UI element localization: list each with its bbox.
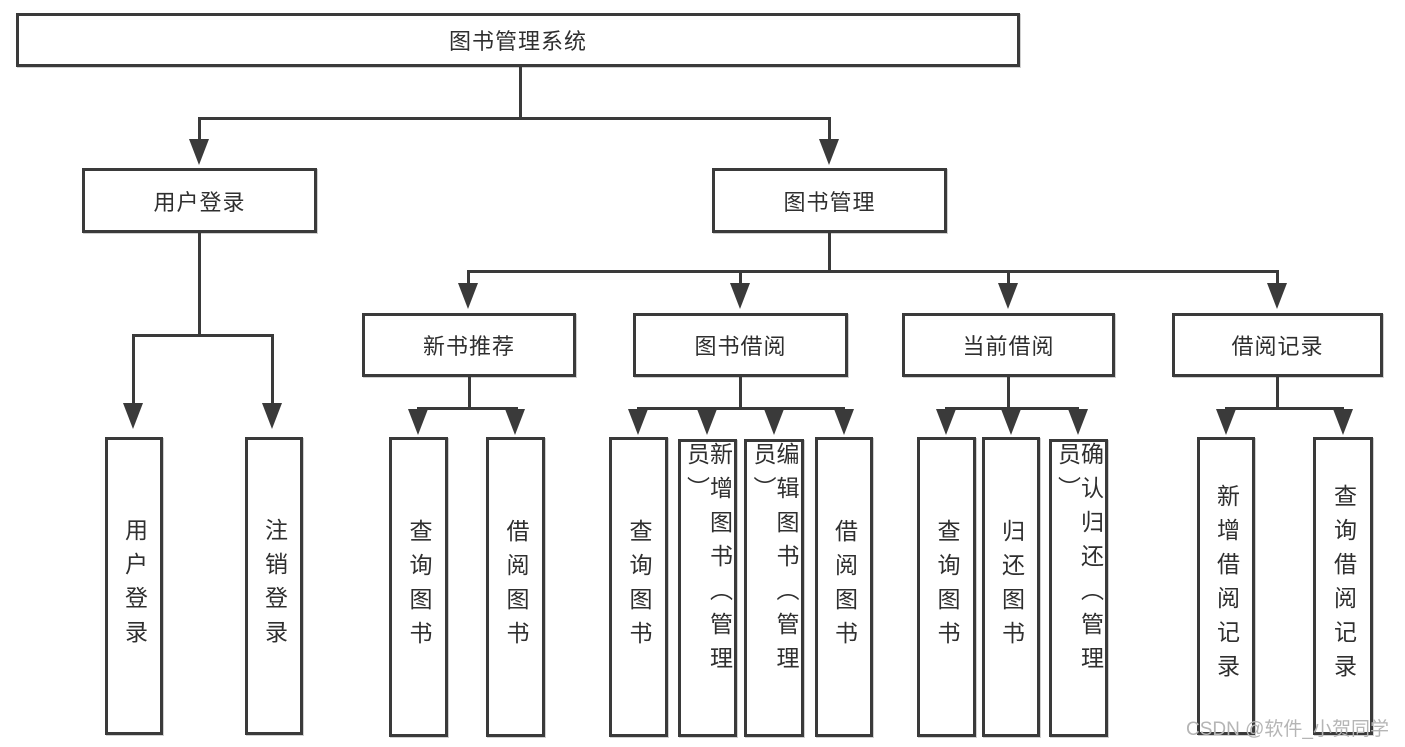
node-borrow-records: 借阅记录: [1172, 313, 1383, 377]
arrow-down-icon: [408, 409, 428, 435]
leaf-confirm-return-admin: 确认归还（管理员）: [1049, 439, 1108, 737]
connector-group-stub: [1276, 377, 1279, 410]
arrow-down-icon: [998, 283, 1018, 309]
arrow-down-icon: [730, 283, 750, 309]
leaf-add-books-admin: 新增图书（管理员）: [678, 439, 737, 737]
node-borrow-records-label: 借阅记录: [1231, 334, 1324, 359]
leaf-query-borrow-record-label: 查询借阅记录: [1330, 484, 1357, 688]
node-root-label: 图书管理系统: [448, 29, 587, 54]
arrow-down-icon: [936, 409, 956, 435]
arrow-down-icon: [458, 283, 478, 309]
arrow-down-icon: [1001, 409, 1021, 435]
node-current-borrow-label: 当前借阅: [962, 334, 1055, 359]
connector-book-management-stub: [828, 233, 831, 273]
leaf-borrow-borrow-books-label: 借阅图书: [831, 519, 858, 655]
node-user-login: 用户登录: [82, 168, 317, 233]
arrow-down-icon: [262, 403, 282, 429]
csdn-watermark: CSDN @软件_小贺同学: [1186, 719, 1389, 740]
leaf-current-query-books-label: 查询图书: [934, 519, 960, 655]
leaf-rec-query-books-label: 查询图书: [406, 519, 432, 655]
leaf-edit-books-admin: 编辑图书（管理员）: [744, 439, 804, 737]
arrow-down-icon: [189, 139, 209, 165]
leaf-borrow-query-books: 查询图书: [609, 437, 668, 737]
node-book-management: 图书管理: [712, 168, 947, 233]
arrow-down-icon: [1216, 409, 1236, 435]
node-new-book-recommend-label: 新书推荐: [422, 334, 515, 359]
arrow-down-icon: [697, 409, 717, 435]
leaf-borrow-borrow-books: 借阅图书: [815, 437, 873, 737]
connector-group-stub: [468, 377, 471, 410]
connector-drop-leaf: [271, 334, 274, 404]
node-book-borrow: 图书借阅: [633, 313, 848, 377]
leaf-rec-borrow-books-label: 借阅图书: [503, 519, 529, 655]
connector-drop-group: [1276, 270, 1279, 284]
connector-root-stub: [519, 67, 522, 119]
arrow-down-icon: [1333, 409, 1353, 435]
leaf-add-borrow-record-label: 新增借阅记录: [1213, 484, 1240, 688]
connector-group-rail: [945, 407, 1079, 410]
arrow-down-icon: [1068, 409, 1088, 435]
connector-drop-group: [1007, 270, 1010, 284]
arrow-down-icon: [123, 403, 143, 429]
leaf-confirm-return-admin-label: 确认归还（管理员）: [1054, 442, 1104, 680]
connector-drop-group: [739, 270, 742, 284]
connector-group-rail: [417, 407, 518, 410]
arrow-down-icon: [1267, 283, 1287, 309]
arrow-down-icon: [764, 409, 784, 435]
leaf-add-books-admin-label: 新增图书（管理员）: [683, 442, 733, 680]
connector-drop-group: [467, 270, 470, 284]
connector-user-login-rail: [132, 334, 274, 337]
connector-book-management-rail: [467, 270, 1279, 273]
connector-drop-user-login: [198, 117, 201, 140]
arrow-down-icon: [834, 409, 854, 435]
leaf-user-login: 用户登录: [105, 437, 163, 735]
connector-root-rail: [198, 117, 831, 120]
arrow-down-icon: [505, 409, 525, 435]
connector-group-rail: [1225, 407, 1344, 410]
node-root: 图书管理系统: [16, 13, 1020, 67]
node-new-book-recommend: 新书推荐: [362, 313, 576, 377]
leaf-rec-borrow-books: 借阅图书: [486, 437, 545, 737]
connector-group-stub: [739, 377, 742, 410]
leaf-current-query-books: 查询图书: [917, 437, 976, 737]
node-book-management-label: 图书管理: [783, 189, 876, 215]
leaf-edit-books-admin-label: 编辑图书（管理员）: [750, 442, 799, 680]
connector-group-rail: [637, 407, 845, 410]
connector-drop-book-management: [828, 117, 831, 140]
leaf-return-books-label: 归还图书: [998, 519, 1025, 655]
leaf-return-books: 归还图书: [982, 437, 1040, 737]
leaf-logout-label: 注销登录: [261, 518, 288, 654]
leaf-borrow-query-books-label: 查询图书: [626, 519, 652, 655]
node-user-login-label: 用户登录: [153, 189, 246, 215]
connector-user-login-stub: [198, 233, 201, 337]
leaf-user-login-label: 用户登录: [121, 518, 148, 654]
node-book-borrow-label: 图书借阅: [694, 334, 787, 359]
arrow-down-icon: [819, 139, 839, 165]
connector-drop-leaf: [132, 334, 135, 404]
leaf-query-borrow-record: 查询借阅记录: [1313, 437, 1373, 735]
node-current-borrow: 当前借阅: [902, 313, 1115, 377]
leaf-add-borrow-record: 新增借阅记录: [1197, 437, 1255, 735]
connector-group-stub: [1007, 377, 1010, 410]
arrow-down-icon: [628, 409, 648, 435]
leaf-rec-query-books: 查询图书: [389, 437, 448, 737]
leaf-logout: 注销登录: [245, 437, 303, 735]
